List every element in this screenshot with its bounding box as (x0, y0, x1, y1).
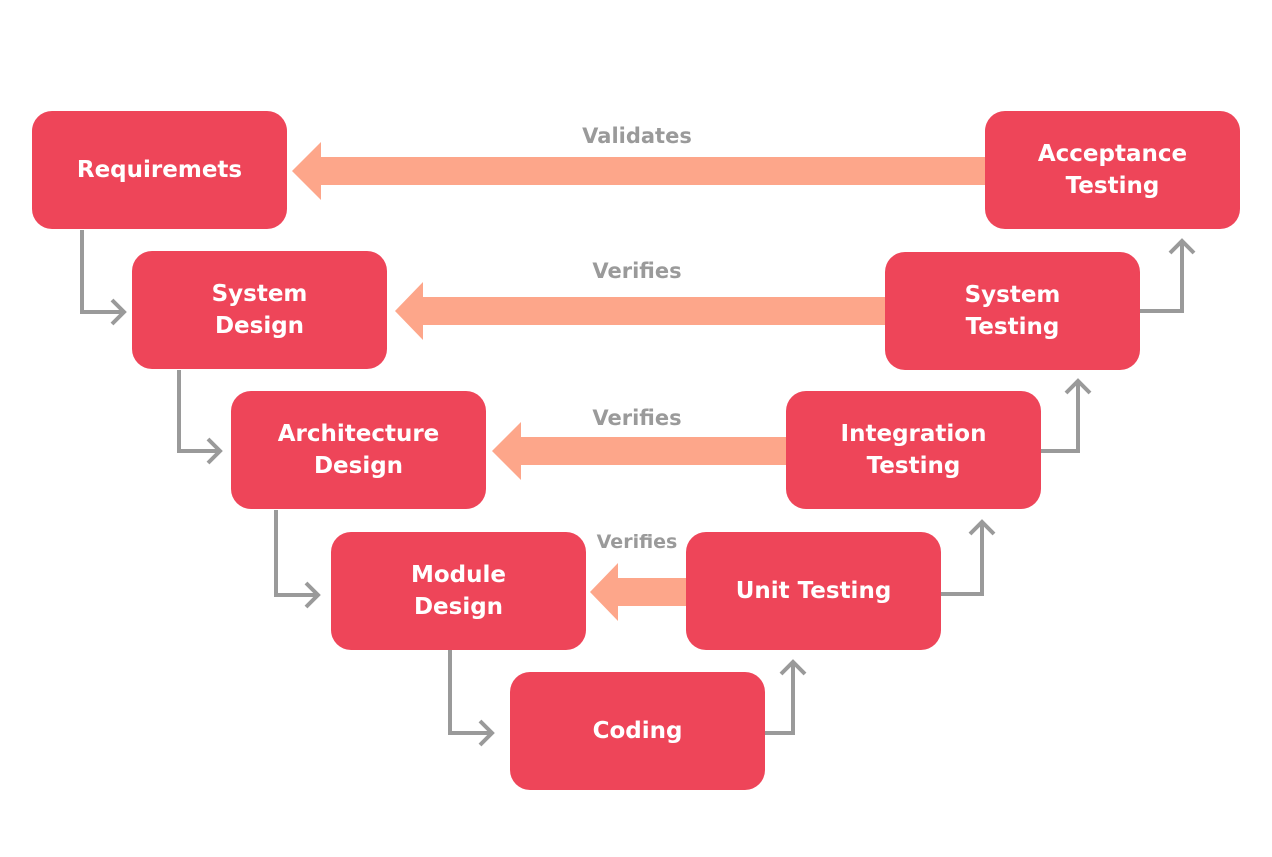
module-design-box: Module Design (331, 532, 586, 650)
connector-system-design-to-architecture (177, 370, 223, 465)
system-design-label-line2: Design (214, 313, 305, 339)
unit-testing-box: Unit Testing (686, 532, 941, 650)
system-design-label-line1: System (211, 281, 308, 307)
connector-requirements-to-system-design (80, 230, 127, 326)
architecture-design-label-line1: Architecture (277, 421, 440, 447)
coding-box: Coding (510, 672, 765, 790)
validates-label: Validates (582, 124, 692, 148)
connector-integration-to-system-testing (1040, 378, 1092, 453)
architecture-design-box: Architecture Design (231, 391, 486, 509)
module-design-label-line1: Module (410, 562, 506, 588)
verifies-arrow-architecture (492, 422, 788, 480)
module-design-label-line2: Design (413, 594, 504, 620)
acceptance-testing-box: Acceptance Testing (985, 111, 1240, 229)
connector-architecture-to-module (274, 510, 321, 609)
system-design-box: System Design (132, 251, 387, 369)
integration-testing-label-line1: Integration (840, 421, 987, 447)
validates-arrow (292, 142, 988, 200)
verifies-arrow-system (395, 282, 888, 340)
requirements-box: Requiremets (32, 111, 287, 229)
connector-unit-to-integration (940, 519, 996, 596)
connector-system-testing-to-acceptance (1140, 238, 1196, 313)
connector-coding-to-unit-testing (764, 659, 807, 735)
unit-testing-label: Unit Testing (735, 578, 892, 604)
verifies-label-system: Verifies (592, 259, 682, 283)
acceptance-testing-label-line2: Testing (1065, 173, 1160, 199)
integration-testing-box: Integration Testing (786, 391, 1041, 509)
system-testing-label-line1: System (964, 282, 1061, 308)
architecture-design-label-line2: Design (313, 453, 404, 479)
system-testing-box: System Testing (885, 252, 1140, 370)
integration-testing-label-line2: Testing (866, 453, 961, 479)
verifies-label-module: Verifies (596, 531, 678, 553)
acceptance-testing-label-line1: Acceptance (1037, 141, 1188, 167)
system-testing-label-line2: Testing (965, 314, 1060, 340)
coding-label: Coding (592, 718, 683, 744)
verifies-arrow-module (590, 563, 688, 621)
connector-module-to-coding (448, 650, 495, 747)
requirements-label: Requiremets (76, 157, 243, 183)
verifies-label-architecture: Verifies (592, 406, 682, 430)
